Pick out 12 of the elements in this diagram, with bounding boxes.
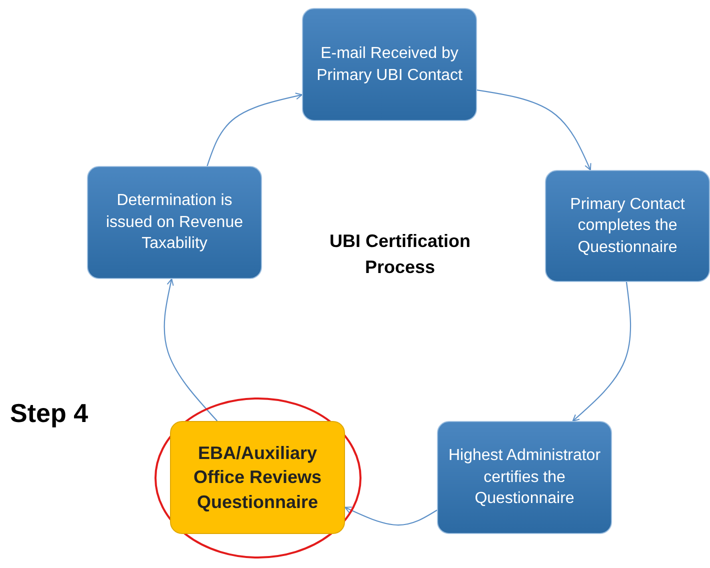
process-box: Highest Administrator certifies the Questionnaire [437,421,612,534]
curved-arrow [206,92,302,166]
curved-arrow [572,282,632,422]
curved-arrow [476,90,592,170]
process-box: Determination is issued on Revenue Taxability [87,166,262,279]
process-box: E-mail Received by Primary UBI Contact [302,8,477,121]
curved-arrow [164,278,218,422]
center-title: UBI Certification Process [328,230,472,280]
curved-arrow [344,506,438,526]
highlighted-process-box: EBA/Auxiliary Office Reviews Questionnaire [170,421,345,534]
step-label: Step 4 [10,398,90,430]
process-box: Primary Contact completes the Questionnaire [545,170,710,282]
